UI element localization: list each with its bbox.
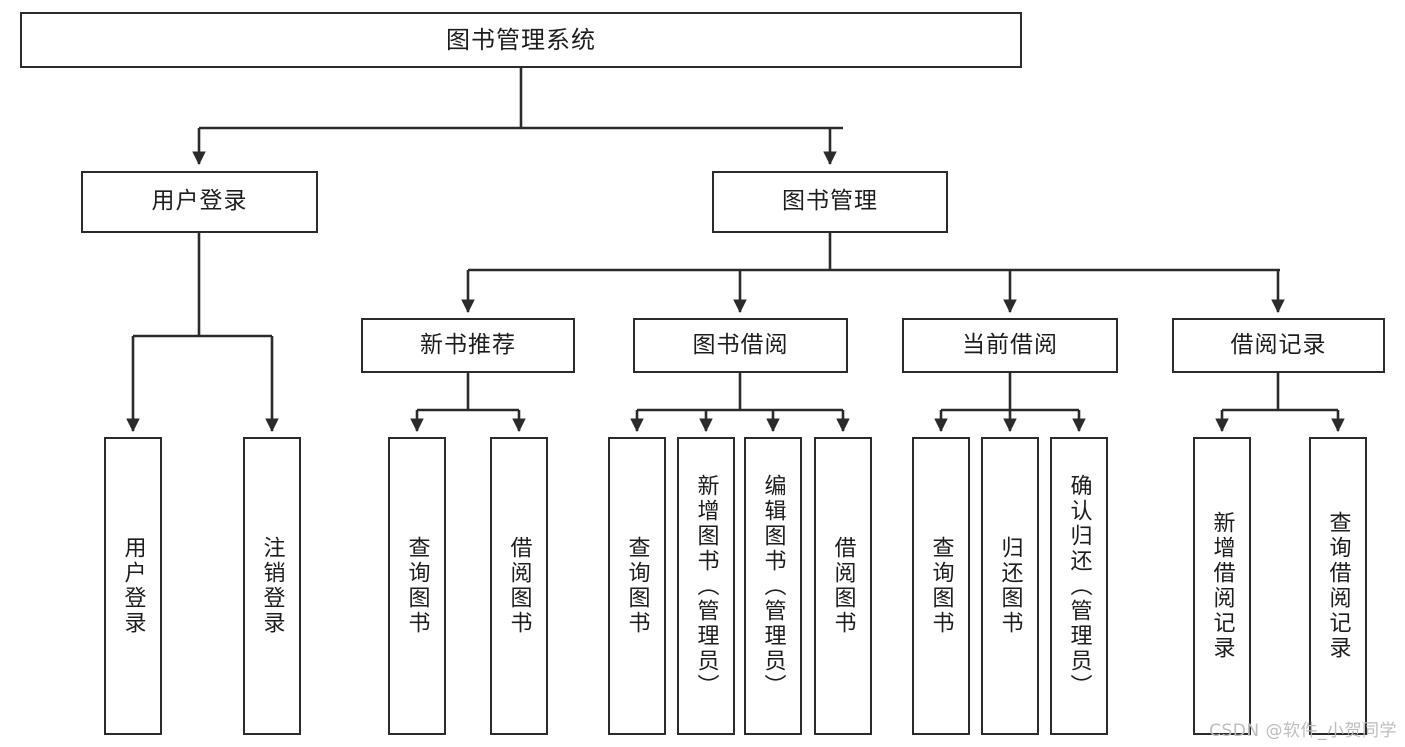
node-leaf-query-book-3-label: 查询图书: [928, 536, 954, 636]
node-new-book-recommend[interactable]: 新书推荐: [361, 318, 575, 373]
node-leaf-return-book-label: 归还图书: [997, 536, 1023, 636]
node-book-borrow[interactable]: 图书借阅: [633, 318, 848, 373]
node-leaf-user-login-label: 用户登录: [120, 536, 146, 636]
node-leaf-borrow-book-1[interactable]: 借阅图书: [490, 437, 548, 735]
node-leaf-borrow-book-2[interactable]: 借阅图书: [814, 437, 872, 735]
node-book-manage[interactable]: 图书管理: [712, 171, 948, 233]
node-leaf-query-book-3[interactable]: 查询图书: [912, 437, 970, 735]
node-leaf-confirm-return-label: 确认归还（管理员）: [1066, 473, 1092, 699]
node-leaf-edit-book-label: 编辑图书（管理员）: [760, 473, 786, 699]
node-leaf-add-book[interactable]: 新增图书（管理员）: [677, 437, 735, 735]
node-leaf-query-record-label: 查询借阅记录: [1325, 511, 1351, 661]
node-root-system-label: 图书管理系统: [446, 25, 596, 54]
node-current-borrow-label: 当前借阅: [962, 331, 1058, 358]
node-leaf-return-book[interactable]: 归还图书: [981, 437, 1039, 735]
node-leaf-borrow-book-2-label: 借阅图书: [830, 536, 856, 636]
node-leaf-borrow-book-1-label: 借阅图书: [506, 536, 532, 636]
node-leaf-query-book-1-label: 查询图书: [404, 536, 430, 636]
node-leaf-add-book-label: 新增图书（管理员）: [693, 473, 719, 699]
node-leaf-logout-login[interactable]: 注销登录: [243, 437, 301, 735]
node-current-borrow[interactable]: 当前借阅: [902, 318, 1118, 373]
node-book-manage-label: 图书管理: [782, 188, 878, 215]
node-book-borrow-label: 图书借阅: [692, 331, 789, 358]
node-leaf-add-record-label: 新增借阅记录: [1209, 511, 1235, 661]
node-user-login[interactable]: 用户登录: [81, 171, 318, 233]
node-borrow-record[interactable]: 借阅记录: [1172, 318, 1385, 373]
node-leaf-query-book-2-label: 查询图书: [624, 536, 650, 636]
node-leaf-confirm-return[interactable]: 确认归还（管理员）: [1050, 437, 1108, 735]
node-leaf-edit-book[interactable]: 编辑图书（管理员）: [744, 437, 802, 735]
node-root-system[interactable]: 图书管理系统: [20, 12, 1022, 68]
node-leaf-add-record[interactable]: 新增借阅记录: [1193, 437, 1251, 735]
node-borrow-record-label: 借阅记录: [1230, 331, 1327, 358]
node-user-login-label: 用户登录: [151, 188, 248, 215]
node-leaf-user-login[interactable]: 用户登录: [104, 437, 162, 735]
node-new-book-recommend-label: 新书推荐: [420, 331, 516, 358]
node-leaf-logout-login-label: 注销登录: [259, 536, 285, 636]
node-leaf-query-book-2[interactable]: 查询图书: [608, 437, 666, 735]
csdn-watermark: CSDN @软件_小贺同学: [1209, 721, 1397, 741]
node-leaf-query-book-1[interactable]: 查询图书: [388, 437, 446, 735]
node-leaf-query-record[interactable]: 查询借阅记录: [1309, 437, 1367, 735]
